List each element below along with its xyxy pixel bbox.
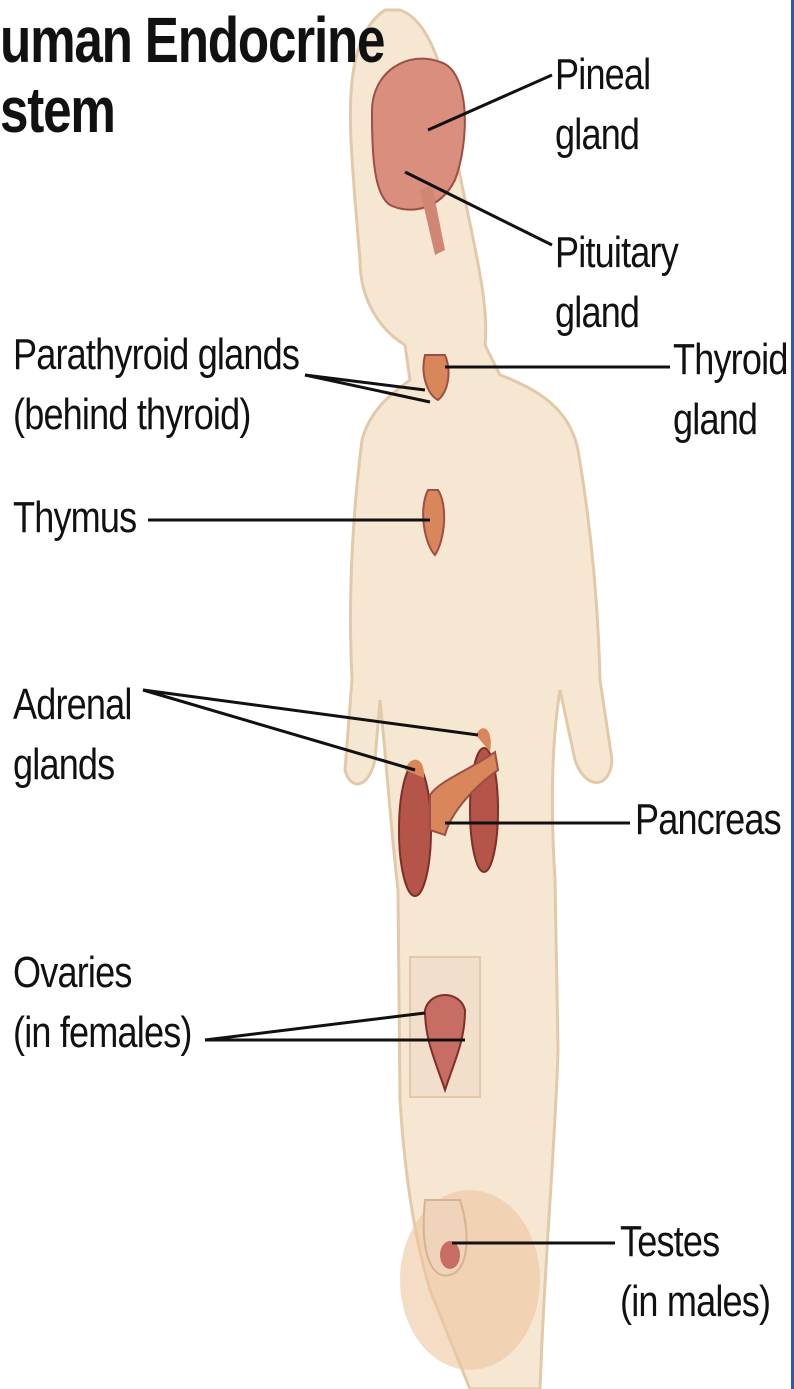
label-thyroid-gland: Thyroid gland (673, 330, 788, 450)
body-silhouette (345, 10, 612, 1389)
title-line-1: uman Endocrine (0, 5, 384, 75)
label-parathyroid-glands: Parathyroid glands (behind thyroid) (13, 325, 299, 445)
left-kidney (399, 764, 431, 896)
title-line-2: stem (0, 75, 384, 145)
label-adrenal-glands: Adrenal glands (13, 675, 132, 795)
label-testes: Testes (in males) (620, 1212, 770, 1332)
label-pineal-line-1: Pineal (555, 45, 650, 105)
label-parathyroid-line-2: (behind thyroid) (13, 385, 299, 445)
label-pituitary-gland: Pituitary gland (555, 223, 678, 343)
brain (372, 59, 465, 210)
label-thyroid-line-2: gland (673, 390, 788, 450)
line-ovary-1 (205, 1013, 425, 1040)
label-thymus: Thymus (13, 488, 136, 548)
label-pineal-gland: Pineal gland (555, 45, 650, 165)
label-pituitary-line-1: Pituitary (555, 223, 678, 283)
label-pineal-line-2: gland (555, 105, 650, 165)
label-testes-line-2: (in males) (620, 1272, 770, 1332)
testis (440, 1241, 460, 1269)
label-thyroid-line-1: Thyroid (673, 330, 788, 390)
label-ovaries-line-2: (in females) (13, 1003, 192, 1063)
label-testes-line-1: Testes (620, 1212, 770, 1272)
label-parathyroid-line-1: Parathyroid glands (13, 325, 299, 385)
label-pancreas-line-1: Pancreas (635, 790, 781, 850)
label-adrenal-line-1: Adrenal (13, 675, 132, 735)
label-adrenal-line-2: glands (13, 735, 132, 795)
label-thymus-line-1: Thymus (13, 488, 136, 548)
diagram-title: uman Endocrine stem (0, 5, 384, 145)
label-ovaries-line-1: Ovaries (13, 943, 192, 1003)
label-pancreas: Pancreas (635, 790, 781, 850)
label-pituitary-line-2: gland (555, 283, 678, 343)
label-ovaries: Ovaries (in females) (13, 943, 192, 1063)
pelvis-shading (400, 1190, 540, 1370)
